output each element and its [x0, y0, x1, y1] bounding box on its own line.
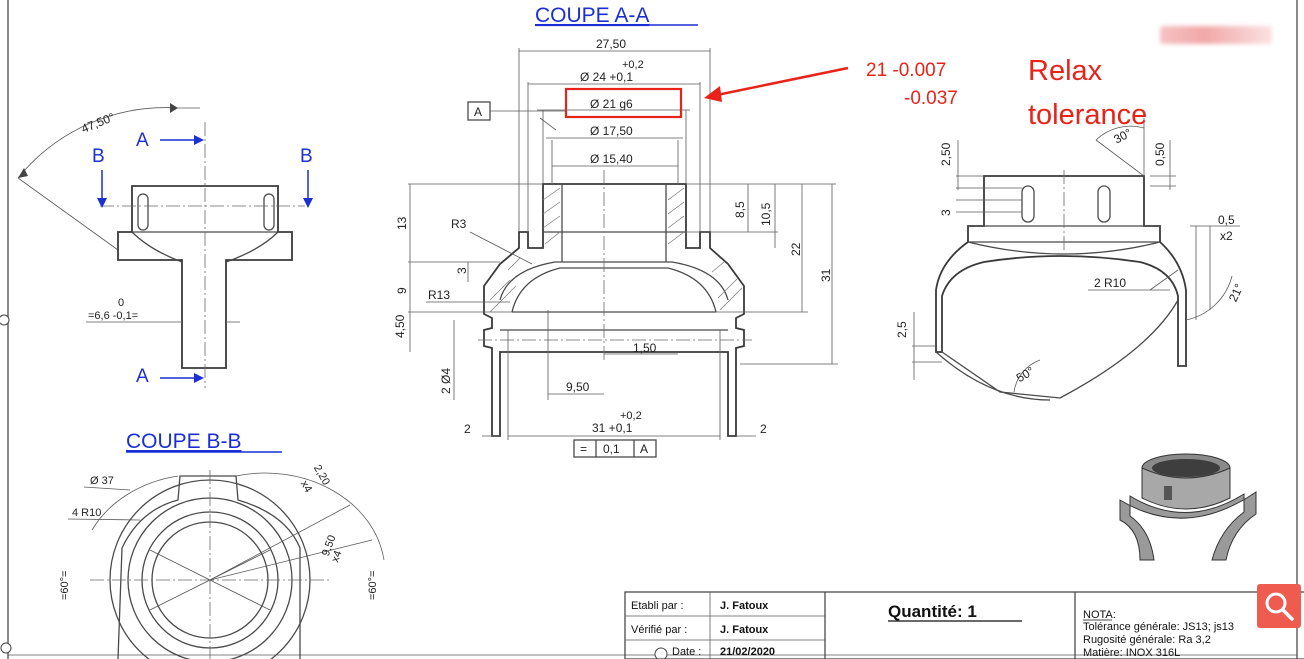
bb-dim-60-right: =60°=	[367, 571, 379, 600]
blurred-watermark	[1160, 26, 1272, 44]
cut-label-a-top: A	[136, 130, 149, 151]
dim-shaft-width: =6,6 -0,1=	[88, 310, 138, 322]
resize-handle-bottom[interactable]	[654, 647, 668, 659]
side-dim-x2: x2	[1220, 229, 1233, 243]
dim-4-50: 4,50	[393, 314, 407, 338]
flatness-ref: A	[640, 442, 648, 456]
tolerance-main: 21 -0.007	[866, 60, 946, 81]
dim-d24: Ø 24 +0,1	[580, 70, 633, 84]
side-dim-2-50: 2,50	[939, 142, 953, 166]
nota-line-1: Tolérance générale: JS13; js13	[1083, 621, 1234, 633]
dim-9: 9	[395, 287, 409, 294]
side-dim-0-5: 0,5	[1218, 213, 1235, 227]
etabli-label: Etabli par :	[631, 600, 684, 612]
dim-3: 3	[455, 267, 469, 274]
verifie-label: Vérifié par :	[631, 624, 687, 636]
bb-dim-60-left: =60°=	[59, 571, 71, 600]
title-block: Etabli par : J. Fatoux Vérifié par : J. …	[624, 591, 1304, 659]
side-dim-2-5: 2,5	[895, 321, 909, 338]
search-icon	[1265, 592, 1294, 621]
nota-title: NOTA:	[1083, 609, 1116, 621]
dim-d17-50: Ø 17,50	[590, 124, 633, 138]
cut-label-b-left: B	[92, 146, 105, 167]
tolerance-low: -0.037	[904, 88, 958, 109]
side-dim-3: 3	[939, 209, 953, 216]
bb-dim-x4b: x4	[329, 549, 344, 564]
quantite-value: Quantité: 1	[888, 602, 977, 621]
section-b-b: COUPE B-B Ø 37 4 R10 2,20 x4 9,50 x4 =60…	[59, 430, 385, 659]
dim-2-d4: 2 Ø4	[439, 368, 453, 394]
dim-r13: R13	[428, 288, 450, 302]
dim-10-5: 10,5	[759, 202, 773, 226]
note-relax: Relax	[1028, 55, 1103, 87]
flatness-value: 0,1	[603, 442, 620, 456]
flatness-symbol: =	[580, 442, 587, 456]
iso-preview	[1119, 453, 1257, 561]
resize-handle-left[interactable]	[0, 314, 10, 326]
dim-31-tol-up: +0,2	[620, 410, 642, 422]
dim-2-right: 2	[760, 422, 767, 436]
dim-27-50: 27,50	[596, 37, 626, 51]
section-aa-title: COUPE A-A	[535, 4, 649, 27]
side-view: 2,50 3 30° 0,50 0,5 x2 2 R10 21° 2,5 50°	[895, 118, 1246, 401]
side-dim-2r10: 2 R10	[1094, 276, 1126, 290]
front-view: 47,50° A A B B 0 =6,6 -0,1=	[17, 103, 313, 388]
dim-r3: R3	[451, 217, 467, 231]
angle-arc-47	[17, 107, 179, 179]
dim-9-50: 9,50	[566, 380, 590, 394]
section-hatching	[489, 187, 743, 313]
bb-dim-4r10: 4 R10	[72, 507, 101, 519]
cut-label-a-bottom: A	[136, 366, 149, 387]
verifie-value: J. Fatoux	[720, 624, 769, 636]
dim-d21-g6: Ø 21 g6	[590, 97, 633, 111]
etabli-value: J. Fatoux	[720, 600, 769, 612]
side-view-outline	[935, 175, 1187, 367]
flatness-frame	[573, 439, 657, 458]
date-value: 21/02/2020	[720, 646, 775, 658]
section-bb-title: COUPE B-B	[126, 430, 242, 453]
side-dim-50deg: 50°	[1014, 364, 1037, 385]
dim-1-50: 1,50	[633, 341, 657, 355]
section-aa-outline	[483, 183, 745, 437]
dim-shaft-dev-top: 0	[118, 297, 124, 309]
bb-dim-x4a: x4	[298, 479, 314, 495]
dim-31: 31	[819, 268, 833, 282]
dim-31-width: 31 +0,1	[592, 421, 633, 435]
bb-dim-2-20: 2,20	[311, 463, 332, 488]
note-tolerance: tolerance	[1028, 99, 1147, 131]
datum-label-a: A	[474, 105, 482, 119]
section-a-a: COUPE A-A 27,50 +0,2 Ø 24 +	[393, 4, 838, 458]
nota-line-3: Matière: INOX 316L	[1083, 647, 1180, 659]
nota-line-2: Rugosité générale: Ra 3,2	[1083, 634, 1211, 646]
date-label: Date :	[672, 646, 701, 658]
dim-8-5: 8,5	[733, 201, 747, 218]
side-dim-0-50: 0,50	[1153, 142, 1167, 166]
search-button[interactable]	[1257, 584, 1301, 628]
dim-13: 13	[395, 216, 409, 230]
dim-2-left: 2	[464, 422, 471, 436]
tolerance-annotation: 21 -0.007 -0.037 Relax tolerance	[704, 55, 1147, 131]
cut-label-b-right: B	[300, 146, 313, 167]
dim-d15-40: Ø 15,40	[590, 152, 633, 166]
dim-angle-47: 47,50°	[79, 110, 117, 136]
tolerance-highlight-box	[564, 87, 683, 119]
dim-24-tol-up: +0,2	[622, 59, 644, 71]
dim-22: 22	[789, 242, 803, 256]
bb-dim-d37: Ø 37	[90, 475, 114, 487]
resize-handle-bottom-left[interactable]	[0, 642, 12, 654]
